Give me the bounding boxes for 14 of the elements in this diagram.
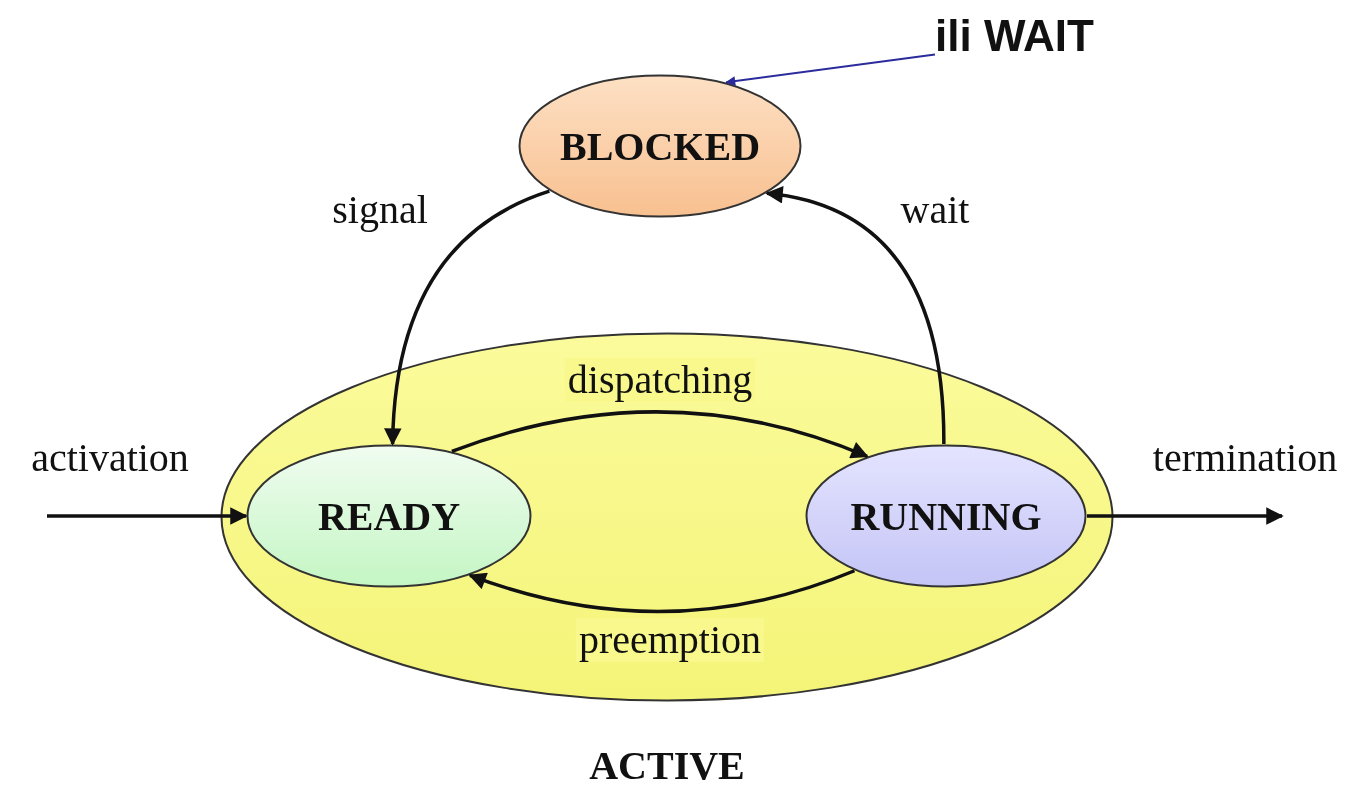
- arrow: [725, 53, 936, 87]
- arrow: [1087, 507, 1284, 525]
- arrow: [451, 410, 869, 459]
- state-label: READY: [317, 492, 461, 540]
- arrow: [47, 507, 248, 525]
- state-label: BLOCKED: [560, 122, 760, 170]
- state-label: RUNNING: [850, 492, 1042, 540]
- arrow: [384, 189, 550, 446]
- edge-label: dispatching: [564, 358, 756, 402]
- arrow: [765, 187, 946, 445]
- annotation-text: ili WAIT: [935, 12, 1094, 61]
- arrow: [468, 569, 856, 614]
- group-label: ACTIVE: [589, 741, 745, 786]
- edge-label: preemption: [575, 618, 765, 662]
